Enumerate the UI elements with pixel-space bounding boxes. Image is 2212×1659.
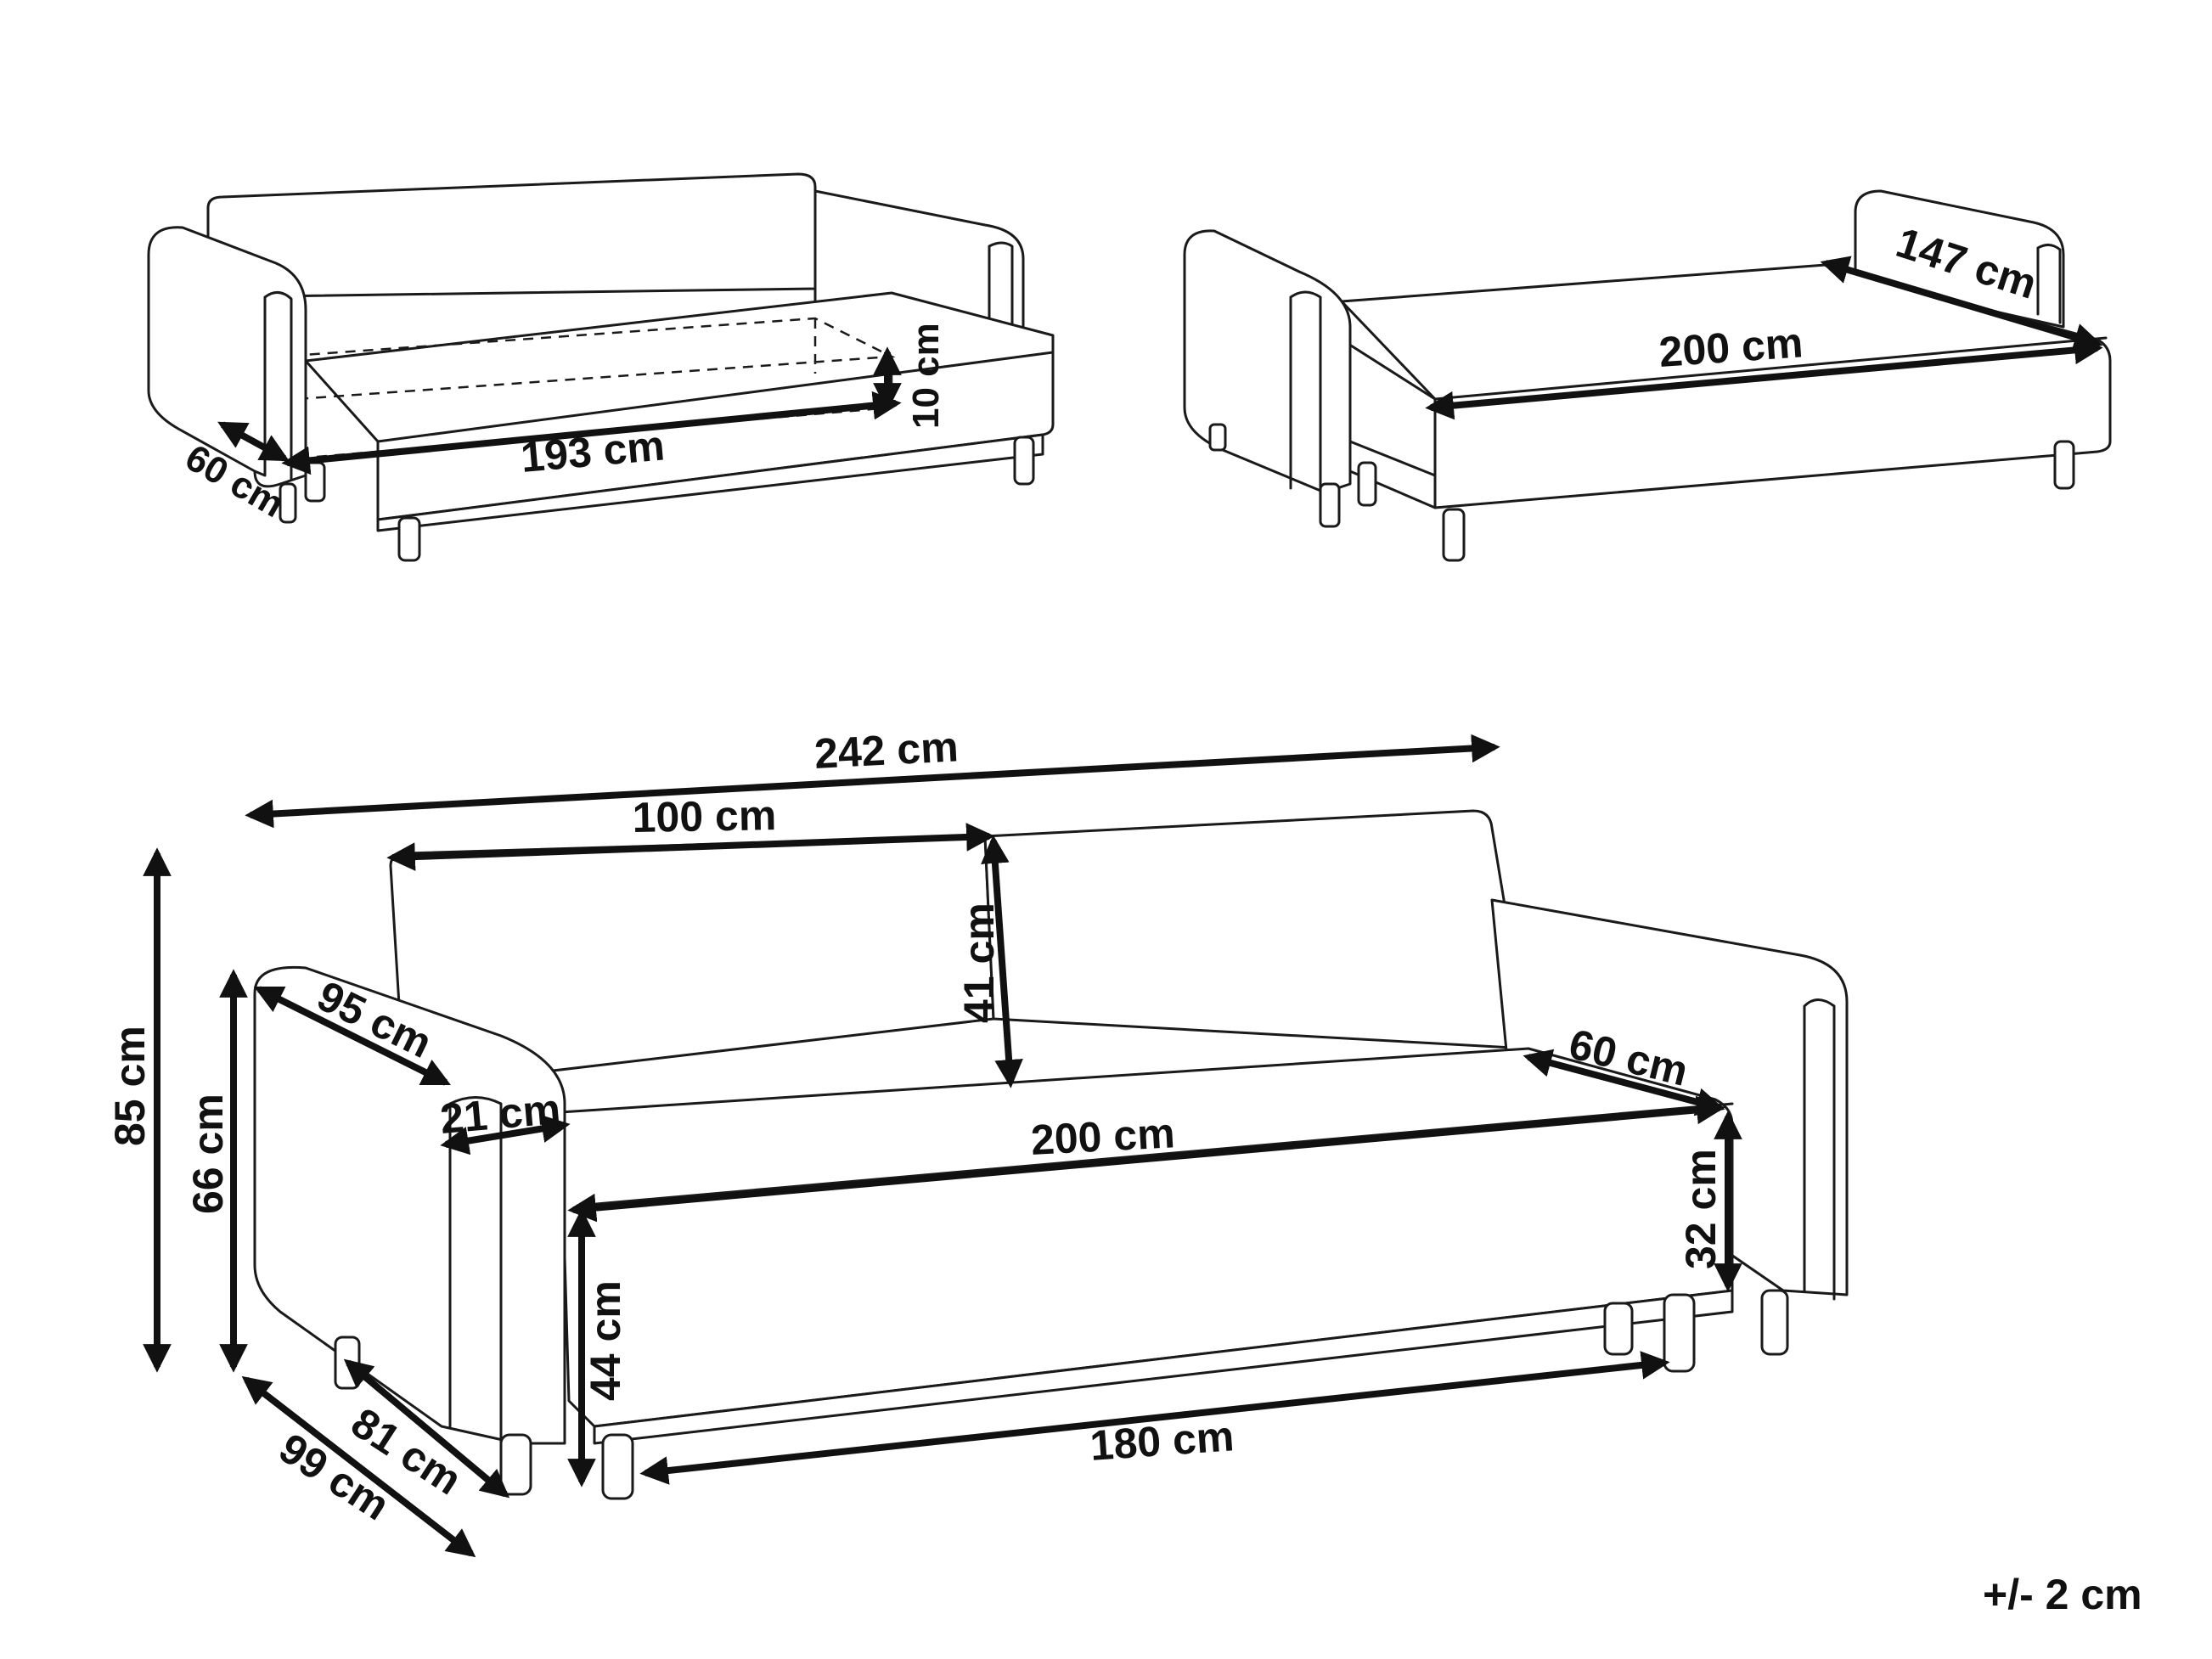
dim-line-99cm [241,1375,476,1558]
leg [1663,1293,1696,1373]
dim-label-180cm: 180 cm [1089,1412,1235,1470]
leg [334,1336,361,1390]
dim-line-21cm [440,1114,571,1156]
view-bed-open: 147 cm 200 cm [1183,189,2112,562]
leg [304,461,326,503]
dim-line-60cm-seat [1523,1049,1725,1116]
dim-line-193cm [281,391,902,475]
dim-line-95cm [253,986,452,1086]
pullout-frame [1348,440,1437,509]
leg [397,516,421,562]
leg [1208,423,1227,452]
dim-label-10cm: 10 cm [905,323,947,429]
view-sofa-bed-out: 60 cm 193 cm 10 cm [147,172,1055,562]
dim-line-242cm [245,734,1500,829]
left-armrest [253,965,566,1445]
dim-label-200cm-seat: 200 cm [1030,1109,1176,1164]
leg [279,482,297,524]
dim-label-44cm: 44 cm [582,1280,629,1401]
dim-label-200cm-bed: 200 cm [1658,318,1804,376]
dim-line-200cm-bed [1425,335,2103,420]
dim-label-100cm: 100 cm [632,791,777,841]
dim-label-21cm: 21 cm [438,1085,562,1143]
left-armrest [147,226,307,488]
left-armrest [1183,229,1352,494]
leg [1603,1302,1634,1356]
leg [499,1433,532,1496]
leg [1013,436,1035,486]
dim-label-32cm: 32 cm [1677,1149,1725,1269]
dim-line-100cm [386,823,995,871]
dim-label-41cm: 41 cm [955,903,1003,1023]
dim-line-180cm [639,1351,1670,1485]
dim-line-200cm-seat [567,1095,1725,1223]
back-cushion-right [983,809,1530,1050]
back-cushion [206,172,817,299]
leg [601,1433,634,1500]
leg [1442,508,1466,562]
dim-line-147cm [1820,256,2103,351]
dim-label-66cm: 66 cm [184,1094,232,1214]
tolerance-note: +/- 2 cm [1983,1571,2142,1618]
leg [1357,461,1377,507]
leg [1319,482,1341,528]
dim-label-85cm: 85 cm [106,1026,154,1146]
dim-line-60cm-top [217,421,290,462]
view-sofa-main: 242 cm 100 cm 41 cm 95 cm 21 cm 200 cm 6… [106,723,1849,1558]
dim-line-41cm [981,835,1023,1088]
dim-label-242cm: 242 cm [813,723,960,778]
leg [1760,1289,1789,1356]
leg [2053,440,2075,490]
